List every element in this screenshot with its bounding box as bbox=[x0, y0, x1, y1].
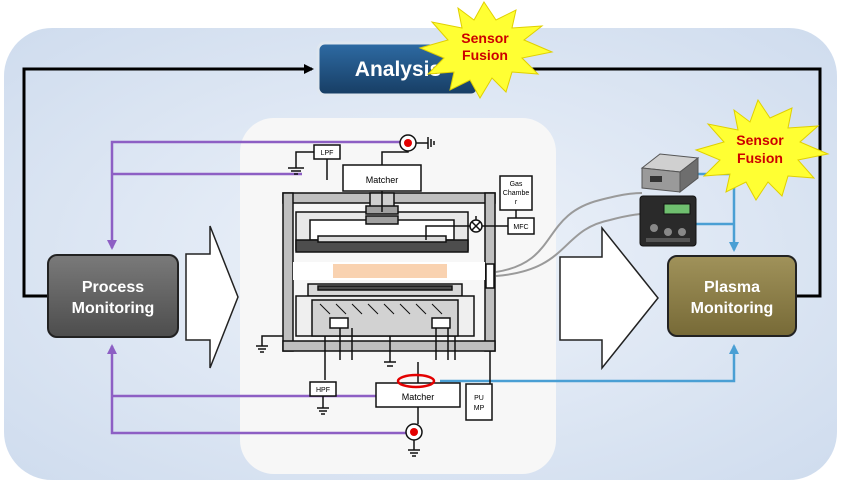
feedback-line-left bbox=[22, 64, 314, 298]
sensor-fusion-top-line2: Fusion bbox=[462, 47, 508, 63]
lpf-label: LPF bbox=[321, 150, 334, 157]
sensor-fusion-top-line1: Sensor bbox=[461, 30, 509, 46]
sensor-fusion-right-line2: Fusion bbox=[737, 150, 783, 166]
mfc-box bbox=[507, 217, 535, 235]
plasma-glow bbox=[333, 264, 447, 278]
gas-chamber-line2: Chambe bbox=[503, 190, 530, 197]
hpf-label: HPF bbox=[316, 387, 330, 394]
flow-arrow-left bbox=[185, 225, 239, 369]
sensor-fusion-starburst-top: Sensor Fusion bbox=[418, 1, 554, 99]
plasma-monitoring-box: Plasma Monitoring bbox=[667, 255, 797, 337]
analysis-label: Analysis bbox=[355, 58, 441, 81]
flow-arrow-right bbox=[559, 225, 659, 371]
process-monitoring-box: Process Monitoring bbox=[47, 254, 179, 338]
gas-chamber-line1: Gas bbox=[510, 181, 523, 188]
sensor-fusion-starburst-right: Sensor Fusion bbox=[694, 98, 830, 201]
feedback-line-right bbox=[482, 64, 822, 298]
purple-wires bbox=[107, 140, 412, 435]
mfc-label: MFC bbox=[513, 224, 528, 231]
optical-fibers bbox=[495, 192, 643, 277]
plasma-monitoring-line2: Monitoring bbox=[691, 300, 774, 317]
matcher-top-label: Matcher bbox=[366, 175, 399, 185]
spectrometer-icon bbox=[640, 153, 700, 194]
plasma-chamber: LPF Matcher Gas Chamb bbox=[256, 134, 535, 457]
viewport bbox=[485, 263, 495, 289]
pump-line2: MP bbox=[474, 405, 485, 412]
process-monitoring-line1: Process bbox=[82, 279, 144, 296]
process-monitoring-line2: Monitoring bbox=[72, 300, 155, 317]
matcher-bottom-label: Matcher bbox=[402, 392, 435, 402]
pump-line1: PU bbox=[474, 395, 484, 402]
pump-box bbox=[465, 383, 493, 421]
current-probe bbox=[396, 373, 436, 389]
gas-chamber-line3: r bbox=[515, 199, 518, 206]
sensor-controller-icon bbox=[639, 195, 697, 247]
plasma-monitoring-line1: Plasma bbox=[704, 279, 760, 296]
sensor-fusion-right-line1: Sensor bbox=[736, 132, 784, 148]
